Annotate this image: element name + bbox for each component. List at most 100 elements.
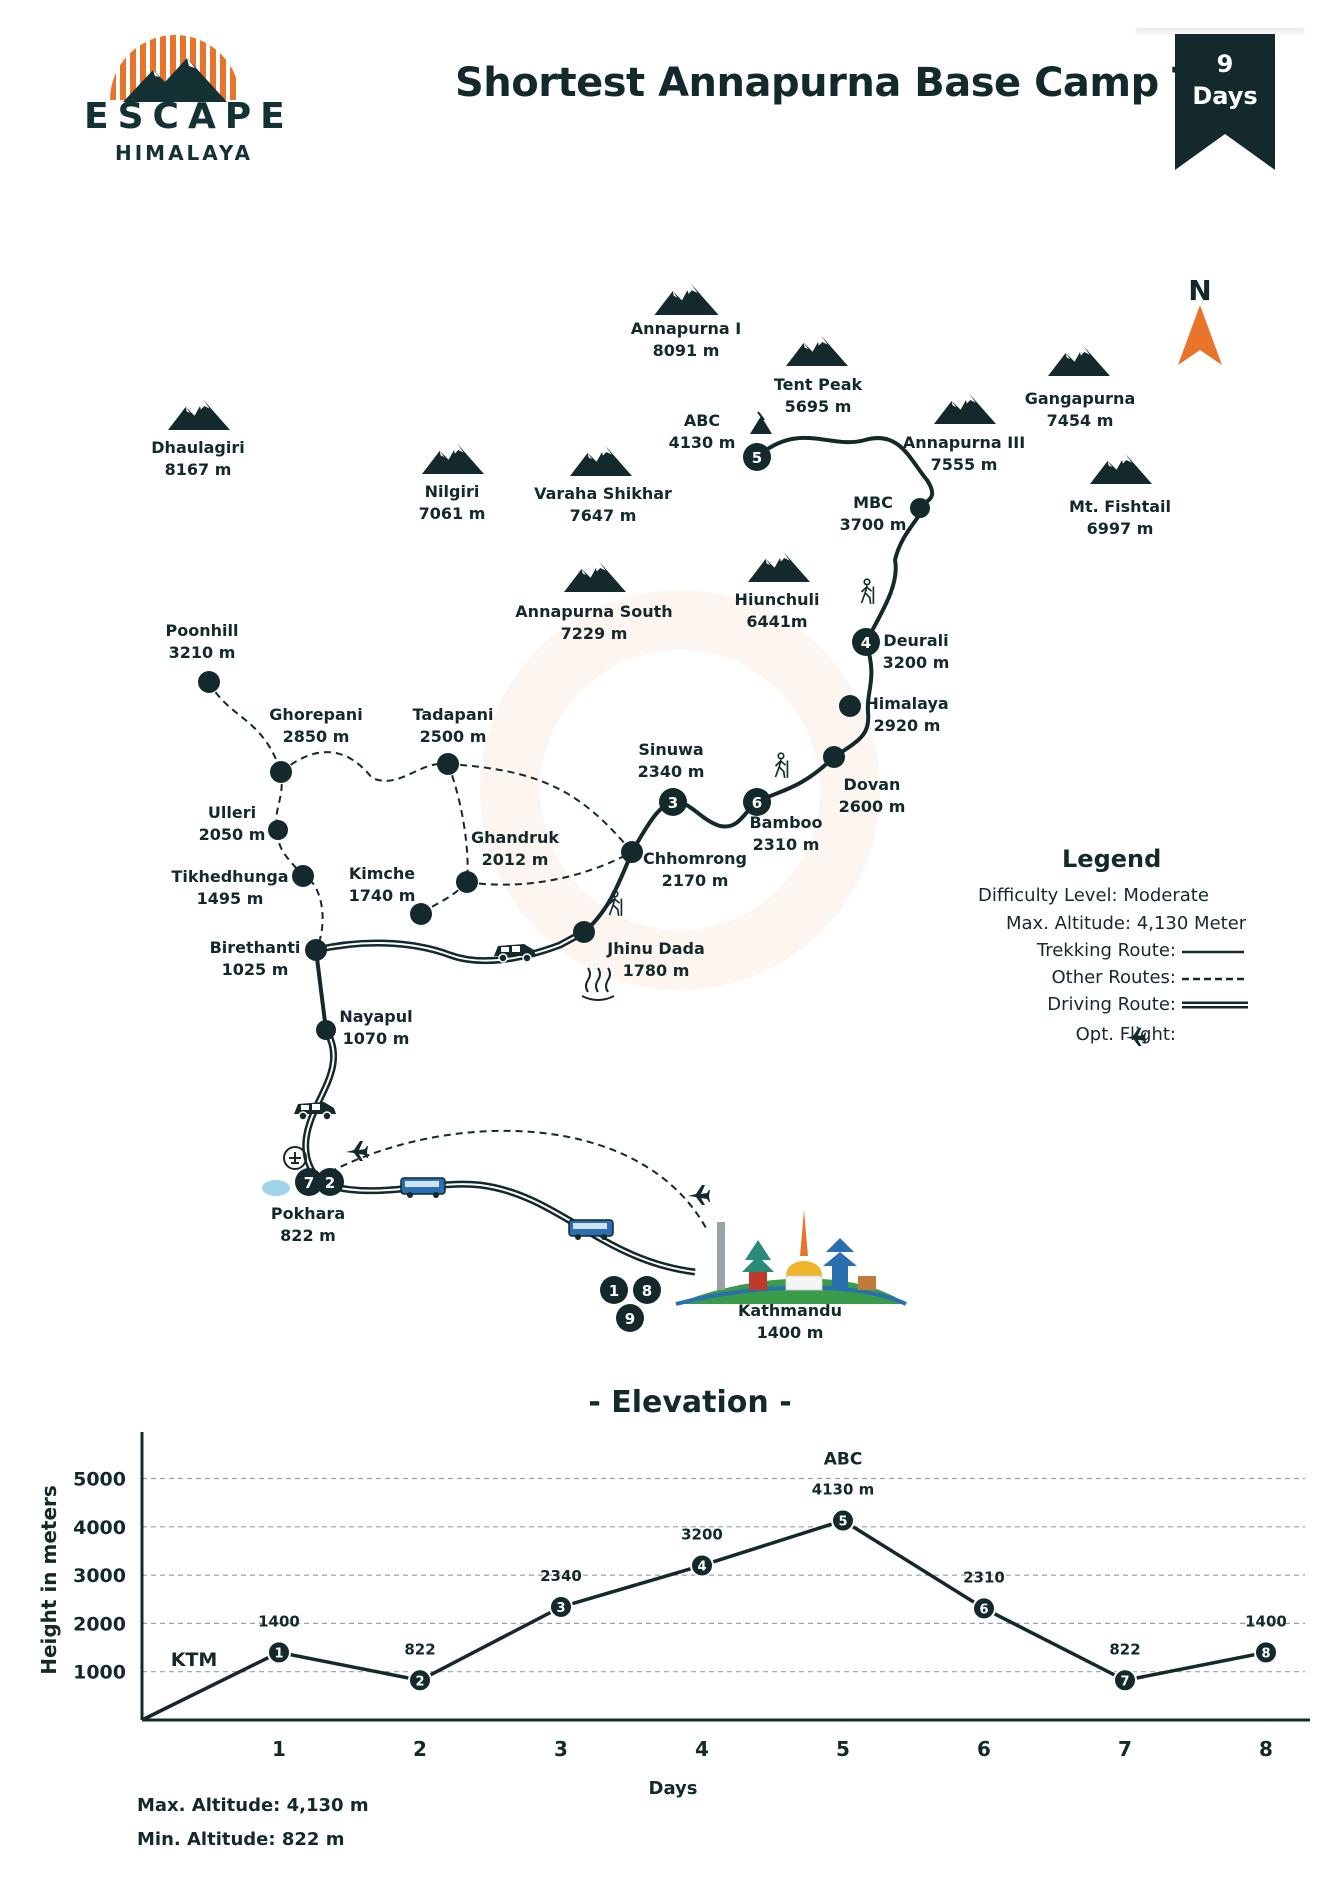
trekking-route	[314, 949, 328, 1031]
days-badge-unit: Days	[1192, 82, 1258, 110]
waypoint-birethanti[interactable]	[305, 939, 327, 961]
waypoint-kimche[interactable]	[410, 903, 432, 925]
place-altitude: 1495 m	[197, 889, 264, 908]
elevation-point[interactable]	[690, 1553, 714, 1578]
elevation-point[interactable]	[408, 1668, 432, 1693]
waypoint-ghorepani[interactable]	[270, 761, 292, 783]
north-arrow-icon	[1178, 305, 1222, 365]
elevation-peak-name: ABC	[824, 1450, 863, 1470]
mountain-icon	[564, 561, 626, 592]
peak-name: Mt. Fishtail	[1069, 497, 1171, 516]
elevation-point[interactable]	[1254, 1640, 1278, 1665]
peak-altitude: 7454 m	[1047, 411, 1114, 430]
elevation-point[interactable]	[1113, 1668, 1137, 1693]
waypoint-nayapul[interactable]	[316, 1020, 336, 1040]
place-altitude: 1070 m	[343, 1029, 410, 1048]
other-route	[275, 771, 324, 951]
legend-flight-icon	[1125, 1027, 1146, 1047]
peak-altitude: 6441m	[746, 612, 807, 631]
place-name: Tikhedhunga	[171, 867, 288, 886]
elevation-point[interactable]	[549, 1594, 573, 1619]
waypoint-ghandruk[interactable]	[456, 871, 478, 893]
logo-main-text: ESCAPE	[84, 96, 294, 137]
place-name: Kathmandu	[738, 1301, 842, 1320]
elevation-value-label: 2310	[963, 1568, 1005, 1586]
waypoint-tikhedhunga[interactable]	[292, 865, 314, 887]
peak-altitude: 7647 m	[570, 506, 637, 525]
elevation-value-label: 4130 m	[812, 1481, 875, 1499]
page-title: Shortest Annapurna Base Camp Trek	[455, 60, 1267, 106]
day-marker: 6	[752, 794, 762, 812]
place-altitude: 3210 m	[169, 643, 236, 662]
waypoint-himalaya[interactable]	[839, 695, 861, 717]
legend-trekking-label: Trekking Route:	[1036, 940, 1176, 961]
y-tick-label: 4000	[73, 1517, 126, 1539]
legend-driving-label: Driving Route:	[1047, 994, 1176, 1015]
waypoint-tadapani[interactable]	[437, 753, 459, 775]
kathmandu-landmark-icon	[675, 1210, 907, 1306]
waypoint-poonhill[interactable]	[198, 671, 220, 693]
day-marker: 8	[642, 1282, 652, 1300]
elevation-point-number: 1	[274, 1646, 283, 1661]
peak-name: Annapurna South	[515, 602, 672, 621]
day-marker: 9	[625, 1310, 635, 1328]
peak-name: Gangapurna	[1025, 389, 1136, 408]
hot-spring-icon	[581, 967, 615, 1001]
place-altitude: 2340 m	[638, 762, 705, 781]
place-altitude: 2170 m	[662, 871, 729, 890]
waypoint-ulleri[interactable]	[268, 820, 288, 840]
legend-max-altitude-value: 4,130 Meter	[1136, 913, 1247, 934]
x-tick-label: 5	[836, 1737, 850, 1761]
place-name: Himalaya	[865, 694, 948, 713]
elevation-point-number: 8	[1261, 1646, 1270, 1661]
place-name: Ulleri	[208, 803, 256, 822]
elevation-value-label: 1400	[258, 1612, 300, 1630]
elevation-value-label: 2340	[540, 1567, 582, 1585]
y-axis-label: Height in meters	[37, 1485, 61, 1675]
waypoint-jhinu-dada[interactable]	[573, 921, 595, 943]
min-altitude-note: Min. Altitude: 822 m	[137, 1829, 345, 1850]
elevation-point[interactable]	[267, 1640, 291, 1665]
place-altitude: 3700 m	[840, 515, 907, 534]
elevation-value-label: 822	[404, 1640, 435, 1658]
place-altitude: 2500 m	[420, 727, 487, 746]
legend-difficulty-value: Moderate	[1123, 885, 1209, 906]
peak-altitude: 7061 m	[419, 504, 486, 523]
x-tick-label: 8	[1259, 1737, 1273, 1761]
place-altitude: 2310 m	[753, 835, 820, 854]
x-tick-label: 6	[977, 1737, 991, 1761]
elevation-point[interactable]	[972, 1596, 996, 1621]
place-altitude: 3200 m	[883, 653, 950, 672]
max-altitude-note: Max. Altitude: 4,130 m	[137, 1795, 369, 1816]
mountain-icon	[1048, 345, 1110, 376]
place-name: ABC	[684, 411, 720, 430]
elevation-value-label: 1400	[1245, 1612, 1287, 1630]
place-name: Deurali	[883, 631, 948, 650]
elevation-point[interactable]	[831, 1508, 855, 1533]
day-marker: 4	[861, 634, 871, 652]
logo-sub-text: HIMALAYA	[115, 141, 253, 165]
place-altitude: 2850 m	[283, 727, 350, 746]
day-marker: 7	[304, 1174, 314, 1192]
day-marker: 3	[668, 794, 678, 812]
peak-name: Dhaulagiri	[151, 438, 244, 457]
place-name: Jhinu Dada	[606, 939, 705, 958]
place-name: Bamboo	[749, 813, 822, 832]
place-name: Poonhill	[166, 621, 239, 640]
legend-difficulty-label: Difficulty Level:	[978, 885, 1118, 906]
x-tick-label: 3	[554, 1737, 568, 1761]
waypoint-chhomrong[interactable]	[621, 841, 643, 863]
waypoint-dovan[interactable]	[823, 746, 845, 768]
legend-max-altitude-label: Max. Altitude:	[1006, 913, 1132, 934]
x-axis-label: Days	[649, 1778, 698, 1799]
mountain-icon	[168, 399, 230, 430]
days-badge: 9 Days	[1175, 34, 1275, 170]
badge-shadow	[1135, 28, 1305, 36]
place-name: Pokhara	[271, 1204, 345, 1223]
waypoint-mbc[interactable]	[910, 498, 930, 518]
place-altitude: 2050 m	[199, 825, 266, 844]
mountain-icon	[570, 445, 632, 476]
place-name: Tadapani	[412, 705, 493, 724]
hiker-icon	[860, 578, 875, 605]
peak-altitude: 5695 m	[785, 397, 852, 416]
